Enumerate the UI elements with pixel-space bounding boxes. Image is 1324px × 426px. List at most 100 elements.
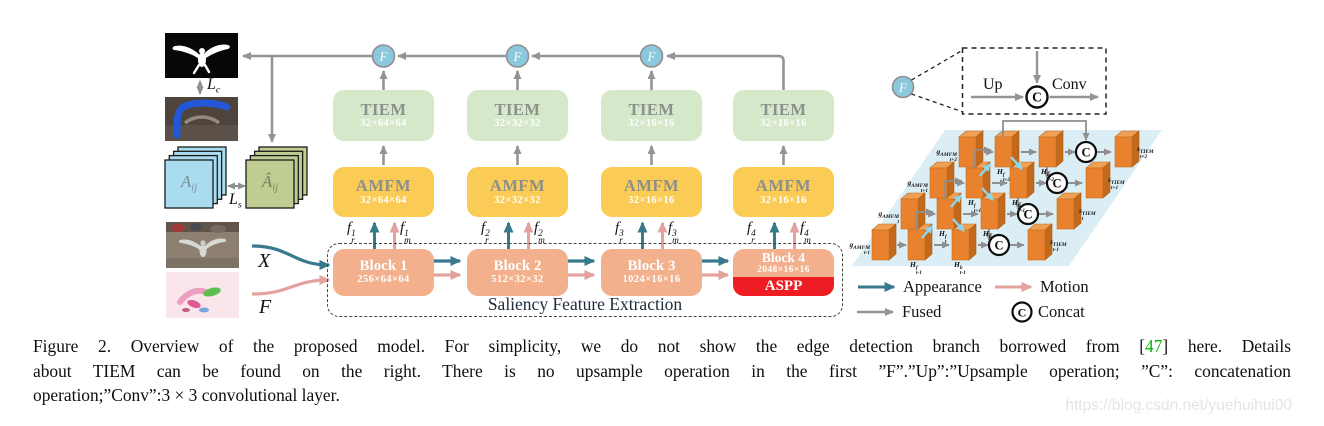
fuse-symbol-detail: F: [898, 80, 908, 95]
concat-symbol-row4: C: [1081, 146, 1090, 160]
block-dims-3: 1024×16×16: [622, 274, 681, 286]
up-label: Up: [983, 76, 1003, 93]
fuse-expansion-detail: F C: [891, 47, 1107, 115]
caption-line-1: Figure 2. Overview of the proposed model…: [33, 336, 1291, 356]
saliency-output-image: [165, 33, 238, 78]
lc-loss-label: Lc: [207, 76, 221, 96]
legend-fused: Fused: [902, 302, 942, 321]
watermark-url: https://blog.csdn.net/yuehuihui00: [1065, 397, 1292, 414]
tiem-dims-4: 32×16×16: [760, 118, 807, 130]
tiem-box-4: TIEM 32×16×16: [733, 90, 834, 141]
concat-symbol-detail: C: [1032, 90, 1042, 105]
attention-map-stack: [164, 146, 227, 209]
legend-arrows: C: [857, 282, 1033, 323]
amfm-title-3: AMFM: [623, 176, 680, 196]
edge-gt-image: [165, 97, 238, 141]
amfm-title-2: AMFM: [489, 176, 546, 196]
fuse-symbol-2: F: [513, 49, 523, 64]
block-box-4: Block 4 2048×16×16 ASPP: [733, 249, 834, 296]
tiem-dims-3: 32×16×16: [628, 118, 675, 130]
optical-flow-image: [166, 272, 239, 318]
rgb-frame-image: [166, 222, 239, 268]
block-box-1: Block 1 256×64×64: [333, 249, 434, 296]
aij-label: Aij: [180, 172, 198, 194]
saliency-extraction-label: Saliency Feature Extraction: [487, 294, 683, 314]
block-title-2: Block 2: [493, 257, 542, 274]
block-title-3: Block 3: [627, 257, 676, 274]
tiem-recurrent-links: [915, 120, 1090, 241]
figure-caption: Figure 2. Overview of the proposed model…: [33, 334, 1291, 408]
concat-symbol-legend: C: [1018, 306, 1027, 320]
motion-arrows: [251, 221, 800, 296]
tiem-box-3: TIEM 32×16×16: [601, 90, 702, 141]
tiem-title-4: TIEM: [760, 99, 807, 119]
tiem-dims-1: 32×64×64: [360, 118, 407, 130]
legend-concat: Concat: [1038, 302, 1085, 321]
conv-label: Conv: [1052, 76, 1087, 93]
appearance-arrows: [251, 221, 780, 270]
tiem-dims-2: 32×32×32: [494, 118, 541, 130]
concat-symbol-row1: C: [994, 239, 1003, 253]
concat-symbol-row3: C: [1052, 177, 1061, 191]
block-box-2: Block 2 512×32×32: [467, 249, 568, 296]
fuse-symbol-1: F: [379, 49, 389, 64]
tiem-title-1: TIEM: [360, 99, 407, 119]
block-dims-4: 2048×16×16: [757, 265, 810, 276]
amfm-box-3: AMFM 32×16×16: [601, 167, 702, 217]
tiem-title-3: TIEM: [628, 99, 675, 119]
block-title-1: Block 1: [359, 257, 408, 274]
attention-map-hat-stack: [245, 146, 308, 209]
tiem-title-2: TIEM: [494, 99, 541, 119]
amfm-box-2: AMFM 32×32×32: [467, 167, 568, 217]
tiem-box-2: TIEM 32×32×32: [467, 90, 568, 141]
tiem-concat-circles: C C C C: [987, 140, 1098, 257]
block-dims-2: 512×32×32: [491, 274, 544, 286]
concat-symbol-row2: C: [1023, 208, 1032, 222]
amfm-box-1: AMFM 32×64×64: [333, 167, 434, 217]
amfm-dims-3: 32×16×16: [628, 194, 675, 206]
caption-line-2: about TIEM can be found on the right. Th…: [33, 360, 1291, 381]
fuse-circles: F F F: [371, 44, 664, 68]
tiem-3d-diagram: C C C C: [852, 120, 1162, 266]
f-input-label: F: [259, 296, 272, 318]
amfm-dims-2: 32×32×32: [494, 194, 541, 206]
legend-motion: Motion: [1040, 277, 1089, 296]
saliency-extraction-box: Saliency Feature Extraction: [327, 243, 843, 317]
fuse-symbol-3: F: [647, 49, 657, 64]
aspp-module: ASPP: [733, 277, 834, 296]
x-input-label: X: [258, 250, 271, 272]
aij-hat-label: Âij: [261, 172, 279, 194]
citation-ref: 47: [1145, 336, 1163, 356]
loss-arrows: [196, 80, 246, 190]
block-title-4: Block 4: [761, 250, 806, 265]
amfm-title-1: AMFM: [355, 176, 412, 196]
amfm-title-4: AMFM: [755, 176, 812, 196]
amfm-dims-1: 32×64×64: [360, 194, 407, 206]
